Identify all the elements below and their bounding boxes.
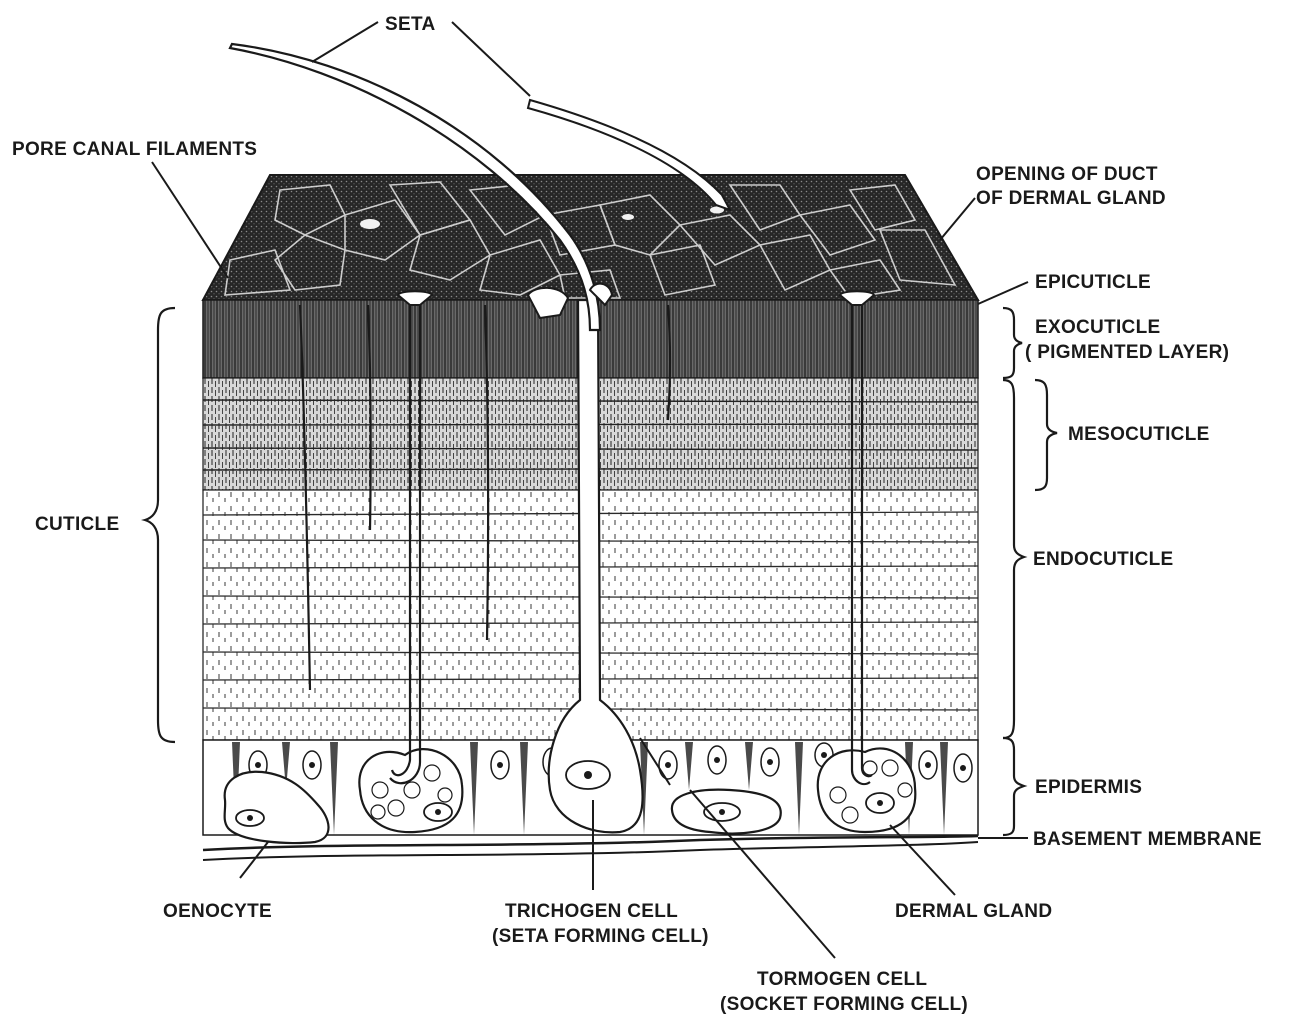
label-exocuticle-1: EXOCUTICLE [1035, 317, 1160, 338]
label-basement-membrane: BASEMENT MEMBRANE [1033, 829, 1262, 850]
label-dermal-gland: DERMAL GLAND [895, 901, 1052, 922]
label-exocuticle-2: ( PIGMENTED LAYER) [1025, 342, 1229, 363]
label-trichogen-2: (SETA FORMING CELL) [492, 926, 709, 947]
tormogen-cell [672, 790, 781, 834]
mesocuticle-brace [1035, 380, 1057, 490]
endocuticle-brace [1003, 380, 1024, 738]
label-epicuticle: EPICUTICLE [1035, 272, 1151, 293]
label-oenocyte: OENOCYTE [163, 901, 272, 922]
label-tormogen-1: TORMOGEN CELL [757, 969, 927, 990]
exocuticle-brace [1003, 308, 1022, 378]
label-mesocuticle: MESOCUTICLE [1068, 424, 1210, 445]
label-pore-canal-filaments: PORE CANAL FILAMENTS [12, 139, 257, 160]
label-epidermis: EPIDERMIS [1035, 777, 1142, 798]
label-tormogen-2: (SOCKET FORMING CELL) [720, 994, 968, 1015]
cuticle-brace [145, 308, 175, 742]
label-cuticle: CUTICLE [35, 514, 119, 535]
label-opening-duct-2: OF DERMAL GLAND [976, 188, 1166, 209]
label-opening-duct-1: OPENING OF DUCT [976, 164, 1158, 185]
label-trichogen-1: TRICHOGEN CELL [505, 901, 678, 922]
epidermis-brace [1003, 738, 1024, 835]
label-seta: SETA [385, 14, 435, 35]
label-endocuticle: ENDOCUTICLE [1033, 549, 1174, 570]
